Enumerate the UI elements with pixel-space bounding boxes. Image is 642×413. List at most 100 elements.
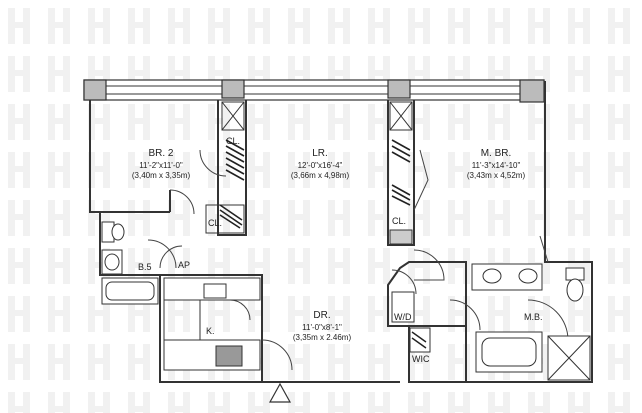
watermark-tile — [364, 150, 394, 190]
room-dr-metric: (3,35m x 2.46m) — [292, 332, 352, 342]
watermark-tile — [4, 342, 34, 382]
watermark-tile — [44, 342, 74, 382]
br2-wall — [100, 190, 171, 213]
watermark-tile — [444, 6, 474, 46]
watermark-tile — [404, 198, 434, 238]
watermark-tile — [124, 246, 154, 286]
watermark-tile — [244, 294, 274, 334]
watermark-tile — [604, 294, 634, 334]
watermark-tile — [404, 150, 434, 190]
watermark-tile — [444, 54, 474, 94]
room-lr-dim: 12'-0"x16'-4" — [297, 160, 343, 170]
watermark-tile — [4, 294, 34, 334]
watermark-tile — [204, 246, 234, 286]
watermark-tile — [364, 54, 394, 94]
watermark-tile — [84, 102, 114, 142]
watermark-tile — [4, 102, 34, 142]
watermark-tile — [244, 6, 274, 46]
watermark-tile — [284, 6, 314, 46]
room-mbr: M. BR. 11'-3"x14'-10" (3,43m x 4,52m) — [446, 148, 546, 181]
room-dr-dim: 11'-0"x8'-1" — [302, 322, 342, 332]
watermark-tile — [84, 150, 114, 190]
watermark-tile — [404, 342, 434, 382]
closet-wall-1 — [217, 100, 247, 236]
watermark-tile — [324, 342, 354, 382]
watermark-tile — [324, 246, 354, 286]
watermark-tile — [284, 54, 314, 94]
closet-label-1: CL. — [226, 136, 241, 146]
watermark-tile — [324, 102, 354, 142]
watermark-tile — [364, 294, 394, 334]
watermark-tile — [364, 6, 394, 46]
watermark-tile — [44, 150, 74, 190]
watermark-tile — [324, 150, 354, 190]
ap-label: AP — [178, 260, 191, 270]
watermark-tile — [604, 342, 634, 382]
watermark-tile — [44, 102, 74, 142]
watermark-tile — [604, 246, 634, 286]
watermark-tile — [284, 150, 314, 190]
watermark-tile — [364, 390, 394, 413]
watermark-tile — [484, 150, 514, 190]
watermark-tile — [164, 102, 194, 142]
watermark-tile — [524, 6, 554, 46]
watermark-tile — [564, 102, 594, 142]
closet-label-2: CL. — [208, 218, 223, 228]
watermark-tile — [164, 6, 194, 46]
watermark-tile — [84, 6, 114, 46]
watermark-tile — [244, 246, 274, 286]
watermark-tile — [4, 6, 34, 46]
watermark-tile — [44, 294, 74, 334]
watermark-tile — [204, 6, 234, 46]
room-br2: BR. 2 11'-2"x11'-0" (3,40m x 3,35m) — [116, 148, 206, 181]
watermark-tile — [84, 342, 114, 382]
watermark-tile — [124, 294, 154, 334]
watermark-tile — [564, 390, 594, 413]
watermark-tile — [604, 198, 634, 238]
watermark-tile — [324, 390, 354, 413]
watermark-tile — [164, 150, 194, 190]
watermark-tile — [84, 294, 114, 334]
washer-dryer — [391, 291, 415, 323]
watermark-tile — [164, 54, 194, 94]
watermark-tile — [404, 54, 434, 94]
watermark-tile — [164, 198, 194, 238]
window-band — [83, 79, 545, 101]
watermark-tile — [44, 390, 74, 413]
exterior-wall-left — [89, 82, 400, 383]
watermark-tile — [604, 54, 634, 94]
watermark-tile — [124, 102, 154, 142]
watermark-tile — [564, 294, 594, 334]
watermark-tile — [4, 390, 34, 413]
watermark-tile — [124, 342, 154, 382]
watermark-tile — [604, 390, 634, 413]
watermark-tile — [164, 390, 194, 413]
room-dr: DR. 11'-0"x8'-1" (3,35m x 2.46m) — [272, 310, 372, 343]
watermark-tile — [524, 102, 554, 142]
watermark-tile — [484, 294, 514, 334]
watermark-tile — [44, 54, 74, 94]
watermark-tile — [204, 390, 234, 413]
watermark-tile — [364, 342, 394, 382]
room-br2-name: BR. 2 — [148, 148, 174, 159]
room-br2-dim: 11'-2"x11'-0" — [139, 160, 183, 170]
watermark-tile — [324, 198, 354, 238]
door-swing — [169, 189, 195, 215]
watermark-tile — [84, 54, 114, 94]
watermark-tile — [44, 198, 74, 238]
wd-label: W/D — [394, 312, 412, 322]
watermark-tile — [364, 198, 394, 238]
watermark-tile — [4, 150, 34, 190]
master-bath-label: M.B. — [524, 312, 543, 322]
watermark-tile — [324, 54, 354, 94]
watermark-tile — [44, 6, 74, 46]
room-lr-metric: (3,66m x 4,98m) — [290, 170, 350, 180]
watermark-tile — [124, 54, 154, 94]
room-lr: LR. 12'-0"x16'-4" (3,66m x 4,98m) — [272, 148, 368, 181]
entry-arrow — [268, 382, 292, 403]
watermark-tile — [524, 198, 554, 238]
closet-box — [389, 101, 413, 131]
watermark-tile — [564, 6, 594, 46]
watermark-tile — [444, 198, 474, 238]
